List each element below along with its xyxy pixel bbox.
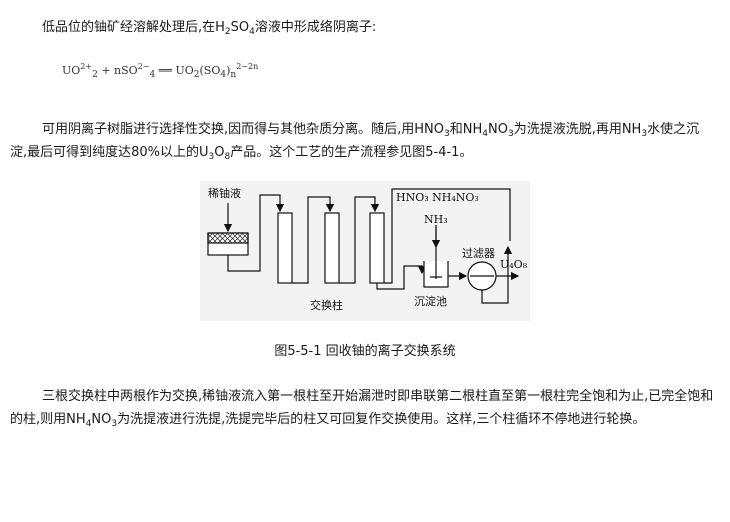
rotation-paragraph: 三根交换柱中两根作为交换,稀铀液流入第一根柱至开始漏泄时即串联第二根柱直至第一根… (10, 389, 714, 429)
tank-label: 沉淀池 (414, 294, 447, 308)
process-paragraph: 可用阴离子树脂进行选择性交换,因而得与其他杂质分离。随后,用HNO3和NH4NO… (10, 122, 700, 162)
feed-tank-packing (207, 232, 249, 244)
figure-caption: 图5-5-1 回收铀的离子交换系统 (274, 344, 456, 359)
product-label: U₄O₈ (500, 258, 528, 271)
eluent-label: HNO₃ NH₄NO₃ (396, 191, 479, 204)
pipe-col3-tank (376, 265, 427, 290)
feed-pipe (227, 194, 285, 272)
feed-label: 稀铀液 (208, 186, 241, 200)
pipe-col1-col2 (292, 196, 335, 284)
columns-label: 交换柱 (310, 298, 343, 312)
ammonia-label: NH₃ (424, 213, 448, 226)
exchange-column-3 (369, 212, 385, 284)
eluent-pipe (384, 188, 511, 284)
filter-label: 过滤器 (462, 247, 495, 260)
figure-background (200, 181, 530, 321)
reaction-equation: UO2+2 + nSO2−4 ══ UO2(SO4)n2−2n (62, 62, 259, 80)
filtrate-return (481, 245, 513, 304)
exchange-column-2 (324, 212, 340, 284)
ion-exchange-diagram: 稀铀液 HNO₃ NH₄NO₃ NH₃ 过滤器 U₄O₈ 沉淀池 交换柱 (200, 181, 530, 321)
exchange-column-1 (277, 212, 293, 284)
pipe-col2-col3 (339, 196, 380, 284)
intro-paragraph: 低品位的铀矿经溶解处理后,在H2SO4溶液中形成络阴离子: (42, 20, 377, 37)
